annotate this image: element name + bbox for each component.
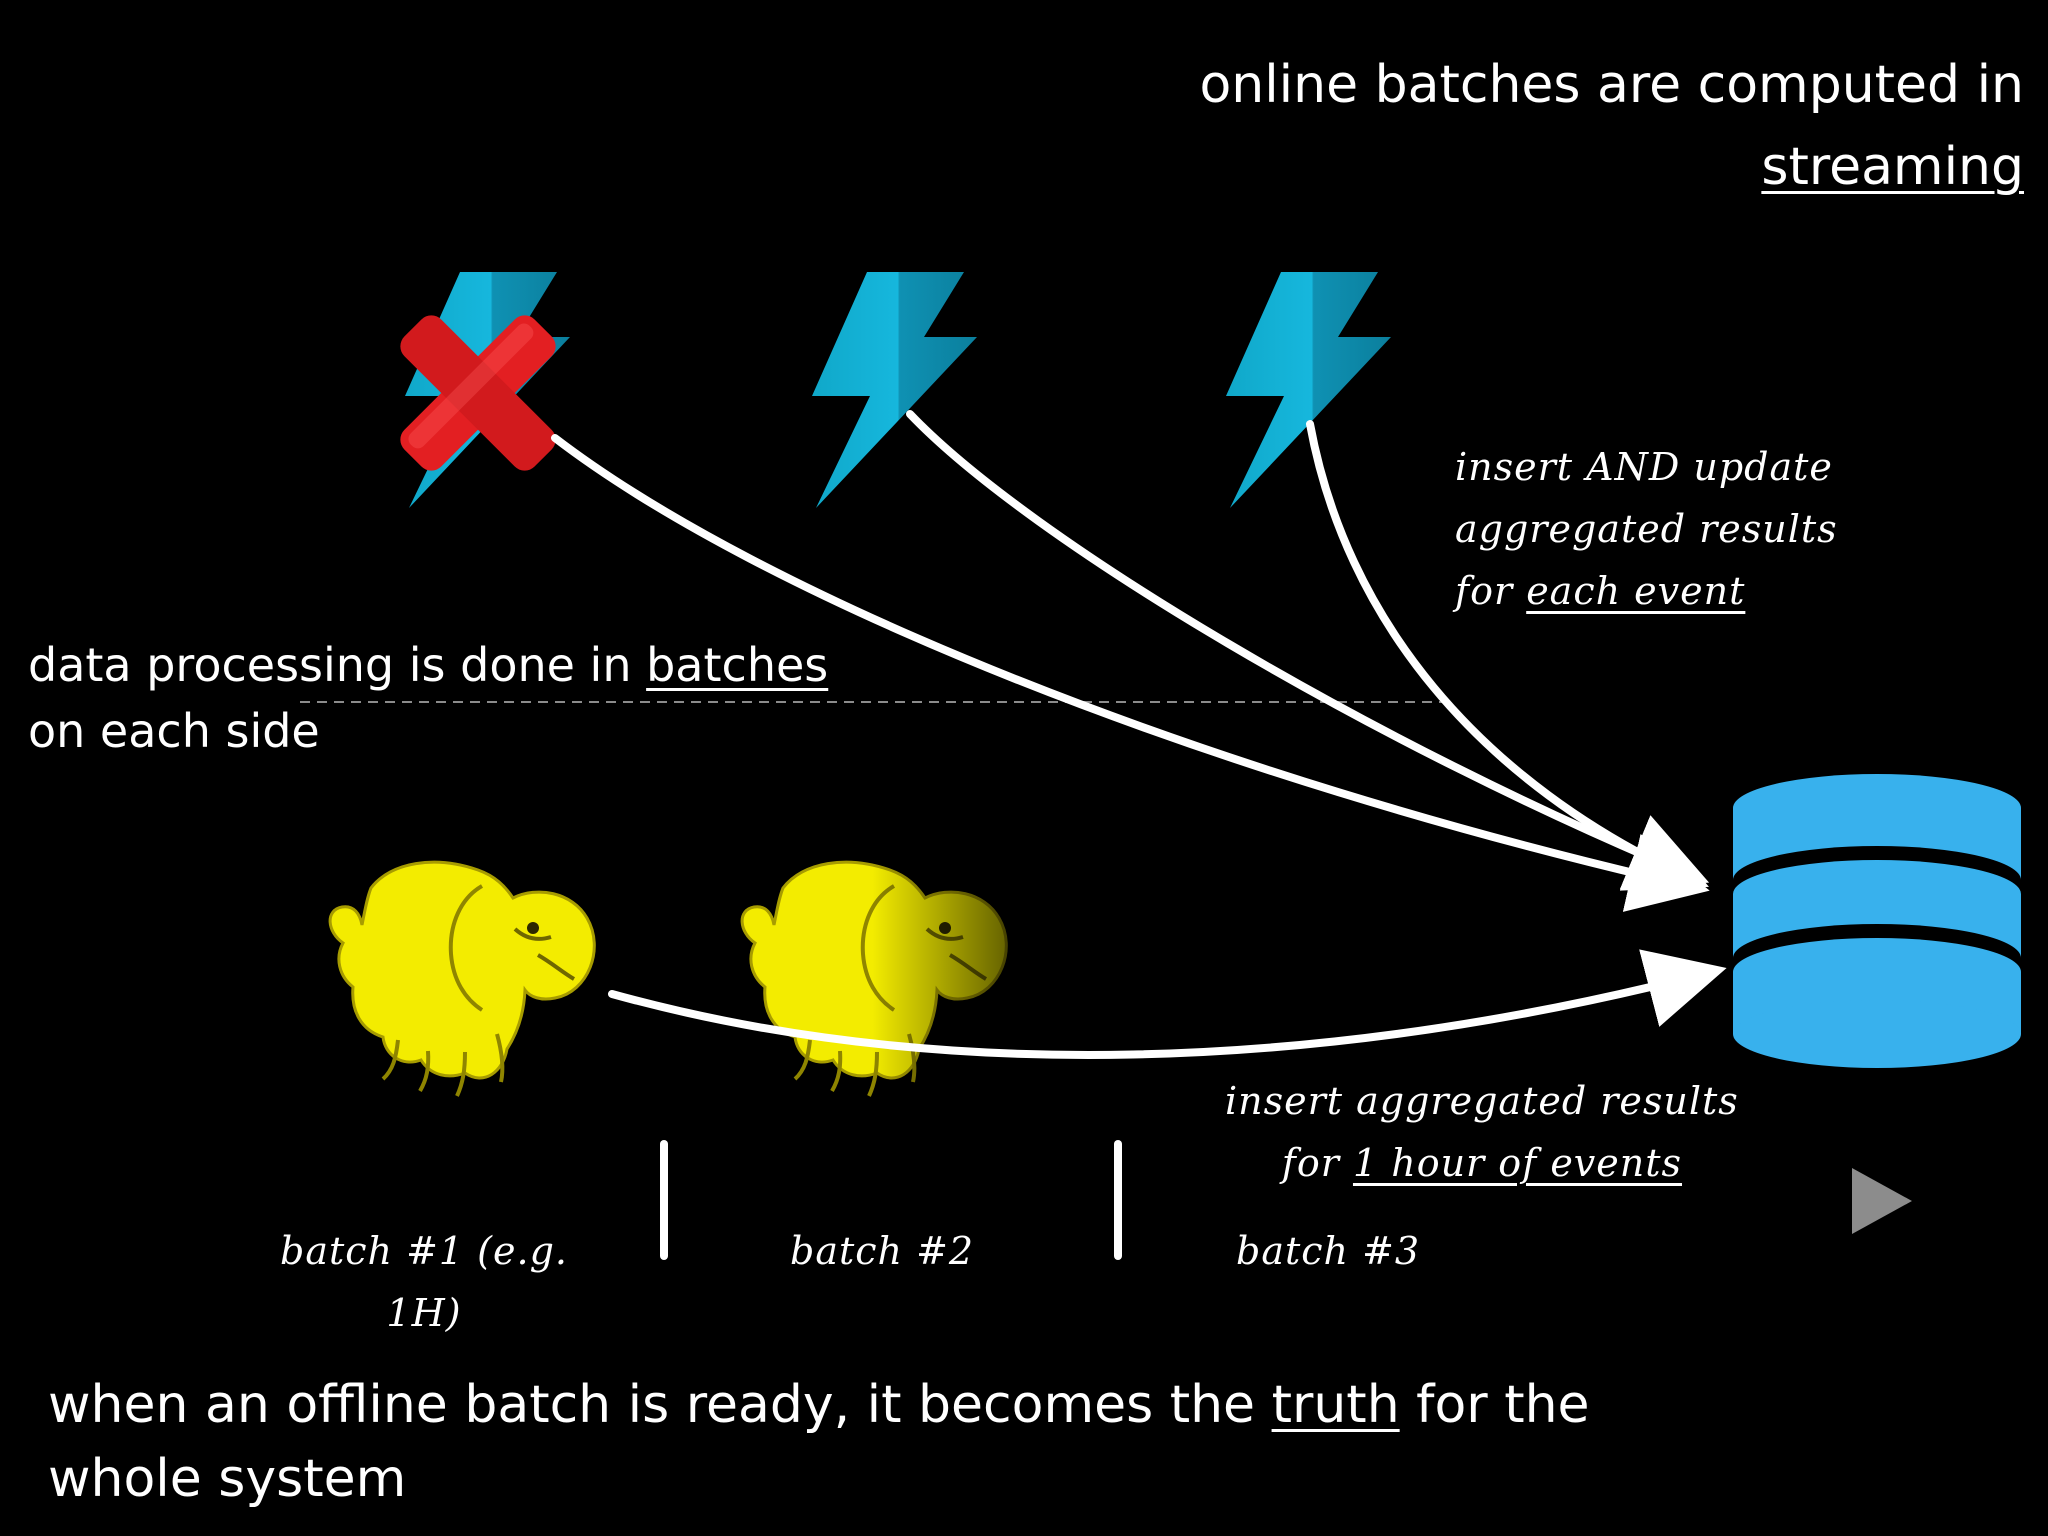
batches-note-prefix: data processing is done in [28, 638, 647, 692]
arrow-icon [906, 410, 1710, 890]
batch-1-label: batch #1 (e.g. 1H) [280, 1220, 568, 1344]
batches-emphasis: batches [646, 638, 829, 692]
batch-3-label: batch #3 [1236, 1229, 1421, 1273]
batches-note: data processing is done in batches on ea… [28, 632, 828, 764]
database-icon [1733, 774, 2021, 1068]
truth-suffix: for the [1399, 1375, 1590, 1435]
timeline-arrowhead [1852, 1168, 1912, 1234]
insert-update-line1: insert AND update [1455, 445, 1833, 489]
page-title: online batches are computed in streaming [1199, 44, 2024, 208]
batch-insert-note: insert aggregated results for 1 hour of … [1225, 1070, 1739, 1194]
insert-hour-line1: insert aggregated results [1225, 1079, 1739, 1123]
batches-note-line2: on each side [28, 704, 320, 758]
arrow-icon [551, 434, 1710, 912]
insert-update-line2: aggregated results [1455, 507, 1838, 551]
insert-update-prefix: for [1455, 569, 1527, 613]
truth-line2: whole system [48, 1449, 407, 1509]
lightning-icon [812, 272, 977, 508]
batch-1-line2: 1H) [386, 1291, 462, 1335]
arrow-icon [608, 949, 1727, 1059]
title-line: online batches are computed in [1199, 55, 2024, 115]
truth-prefix: when an offline batch is ready, it becom… [48, 1375, 1272, 1435]
streaming-emphasis: streaming [1761, 137, 2024, 197]
truth-emphasis: truth [1271, 1375, 1400, 1435]
lightning-icon [1226, 272, 1391, 508]
each-event-emphasis: each event [1526, 569, 1746, 613]
elephant-icon [328, 860, 596, 1097]
streaming-insert-update-note: insert AND update aggregated results for… [1455, 436, 1838, 622]
hour-events-emphasis: 1 hour of events [1352, 1141, 1683, 1185]
red-x-icon [400, 315, 556, 471]
insert-hour-prefix: for [1281, 1141, 1353, 1185]
arrow-icon [1306, 420, 1709, 891]
batch-2-label: batch #2 [790, 1229, 975, 1273]
truth-note: when an offline batch is ready, it becom… [48, 1368, 1590, 1516]
batch-1-line1: batch #1 (e.g. [280, 1229, 568, 1273]
elephant-icon [740, 850, 1016, 1110]
